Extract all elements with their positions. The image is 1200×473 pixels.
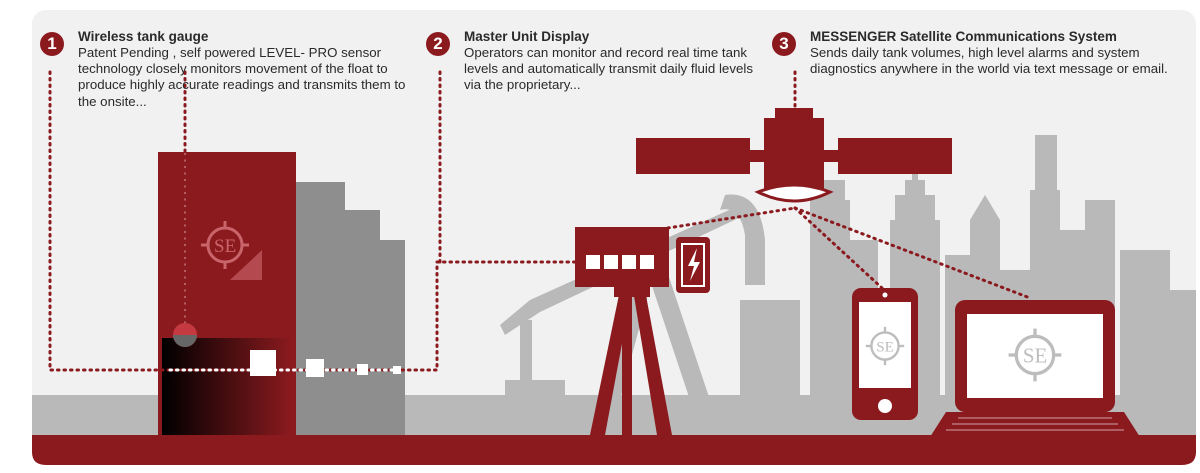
storage-tank [158,152,405,435]
step-3-title: MESSENGER Satellite Communications Syste… [810,29,1117,44]
step-1-description: Patent Pending , self powered LEVEL- PRO… [78,45,406,109]
ground-red-band [32,435,1196,465]
satellite [636,108,952,203]
step-1-number-badge: 1 [40,32,64,56]
step-3-number-badge: 3 [772,32,796,56]
tank-signal-path [48,70,577,372]
master-unit-display [575,227,710,435]
signal-squares [250,350,401,377]
laptop [930,300,1140,437]
step-3-description: Sends daily tank volumes, high level ala… [810,45,1168,77]
step-2-number-badge: 2 [426,32,450,56]
step-1-title: Wireless tank gauge [78,29,209,44]
power-icon [688,248,700,281]
step-2-description: Operators can monitor and record real ti… [464,45,753,93]
smartphone [852,288,918,420]
step-2-title: Master Unit Display [464,29,590,44]
